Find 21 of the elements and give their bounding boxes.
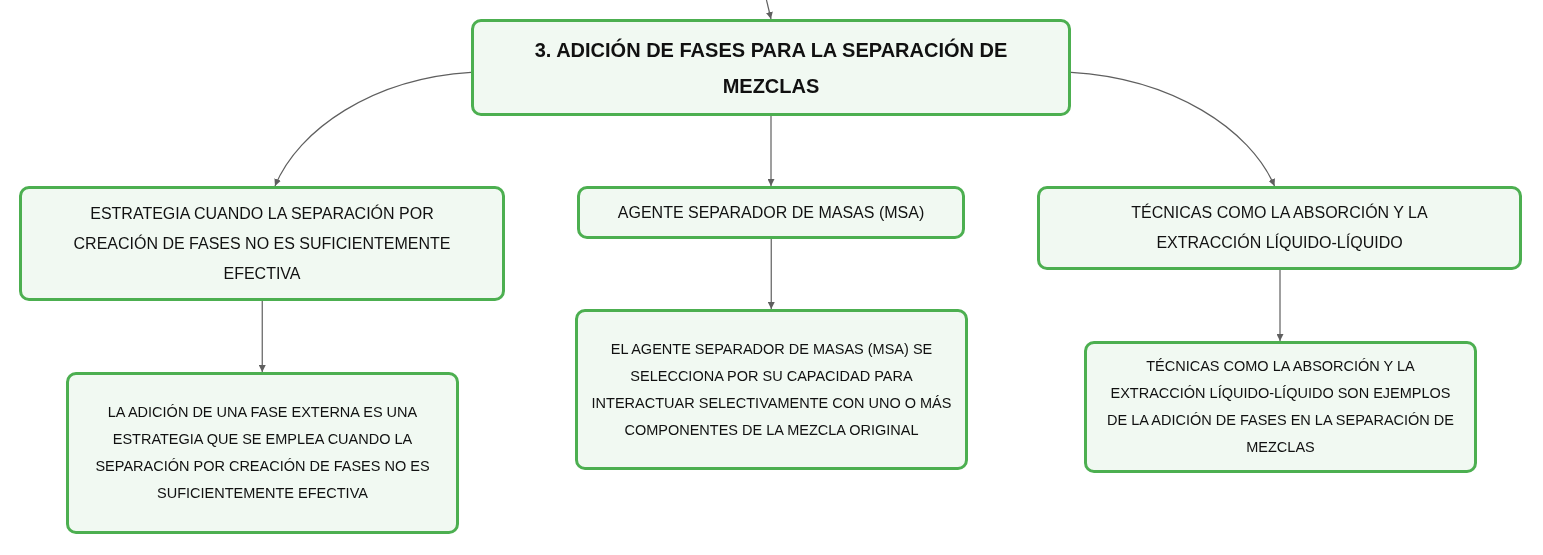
curved-arrow (1070, 71, 1276, 187)
detail-text: EL AGENTE SEPARADOR DE MASAS (MSA) SE SELECCIONA POR SU CAPACIDAD PARA INTERACTUAR SELECTIVAMENTE CON UNO O MÁS COMPONENTES DE LA MEZCLA ORIGINAL (590, 339, 953, 440)
arrow (765, 0, 773, 20)
detail-box (575, 309, 968, 470)
topic-title: 3. ADICIÓN DE FASES PARA LA SEPARACIÓN DE MEZCLAS (533, 37, 1009, 99)
arrow (767, 115, 775, 187)
detail-box (66, 372, 459, 534)
subtopic-box (1037, 186, 1522, 270)
detail-text: LA ADICIÓN DE UNA FASE EXTERNA ES UNA ESTRATEGIA QUE SE EMPLEA CUANDO LA SEPARACIÓN POR CREACIÓN DE FASES NO ES SUFICIENTEMENTE EFECTIVA (94, 403, 431, 503)
subtopic-box (19, 186, 505, 301)
subtopic-text: TÉCNICAS COMO LA ABSORCIÓN Y LA EXTRACCIÓN LÍQUIDO-LÍQUIDO (1130, 202, 1429, 253)
arrow (767, 238, 775, 310)
subtopic-box (577, 186, 965, 239)
curved-arrow (274, 71, 472, 187)
detail-text: TÉCNICAS COMO LA ABSORCIÓN Y LA EXTRACCIÓN LÍQUIDO-LÍQUIDO SON EJEMPLOS DE LA ADICIÓN DE FASES EN LA SEPARACIÓN DE MEZCLAS (1105, 357, 1455, 457)
subtopic-text: AGENTE SEPARADOR DE MASAS (MSA) (616, 202, 926, 223)
arrow (258, 300, 266, 373)
arrow (1276, 269, 1284, 342)
main-topic-box (471, 19, 1071, 116)
detail-box (1084, 341, 1477, 473)
subtopic-text: ESTRATEGIA CUANDO LA SEPARACIÓN POR CREACIÓN DE FASES NO ES SUFICIENTEMENTE EFECTIVA (72, 203, 452, 284)
